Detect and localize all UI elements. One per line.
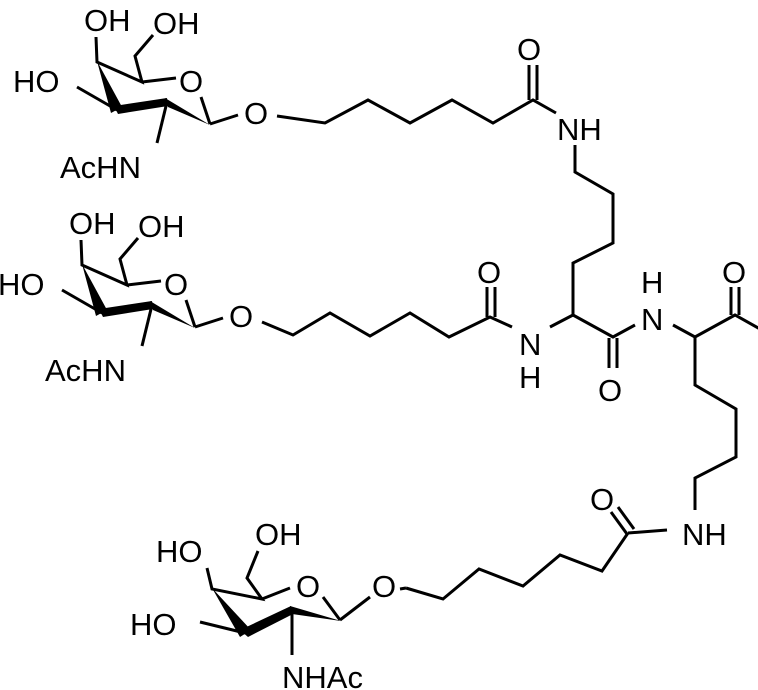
nh-label: NH [557, 112, 602, 147]
ring-o-label: O [296, 569, 320, 604]
carbonyl-o-label: O [590, 482, 614, 517]
oh4-label: OH [84, 3, 131, 38]
ho3-label: HO [13, 64, 60, 99]
oh6-label: OH [138, 209, 185, 244]
ring-o-label: O [164, 267, 188, 302]
linker-1: O NH [277, 32, 613, 315]
linker-3: NH O [406, 482, 727, 599]
glyco-o-label: O [229, 299, 253, 334]
h2-label: H [641, 265, 663, 300]
h-label: H [519, 360, 541, 395]
n2-label: N [641, 302, 663, 337]
carbonyl2-o-label: O [722, 255, 746, 290]
sugar-3: HO OH O HO NHAc O [130, 517, 406, 690]
nhac-label: AcHN [60, 150, 141, 185]
carbonyl-o-label: O [477, 255, 501, 290]
nhac-label: NHAc [282, 660, 363, 690]
glyco-o-label: O [244, 96, 268, 131]
carbonyl-o-label: O [517, 32, 541, 67]
oh6-label: OH [255, 517, 302, 552]
ho3-label: HO [130, 607, 177, 642]
peptide-backbone: O N H O [550, 255, 758, 510]
ho3-label: HO [0, 267, 45, 302]
ho4-label: HO [156, 534, 203, 569]
nh-label: NH [682, 517, 727, 552]
oh4-label: OH [69, 206, 116, 241]
carbonyl1-o-label: O [598, 373, 622, 408]
sugar-2: OH OH O HO AcHN O [0, 206, 253, 388]
nhac-label: AcHN [45, 353, 126, 388]
sugar-1: OH OH O HO AcHN O [13, 3, 268, 185]
glyco-o-label: O [372, 569, 396, 604]
linker-2: O N H [262, 255, 541, 395]
oh6-label: OH [153, 6, 200, 41]
n-label: N [519, 327, 541, 362]
ring-o-label: O [179, 64, 203, 99]
